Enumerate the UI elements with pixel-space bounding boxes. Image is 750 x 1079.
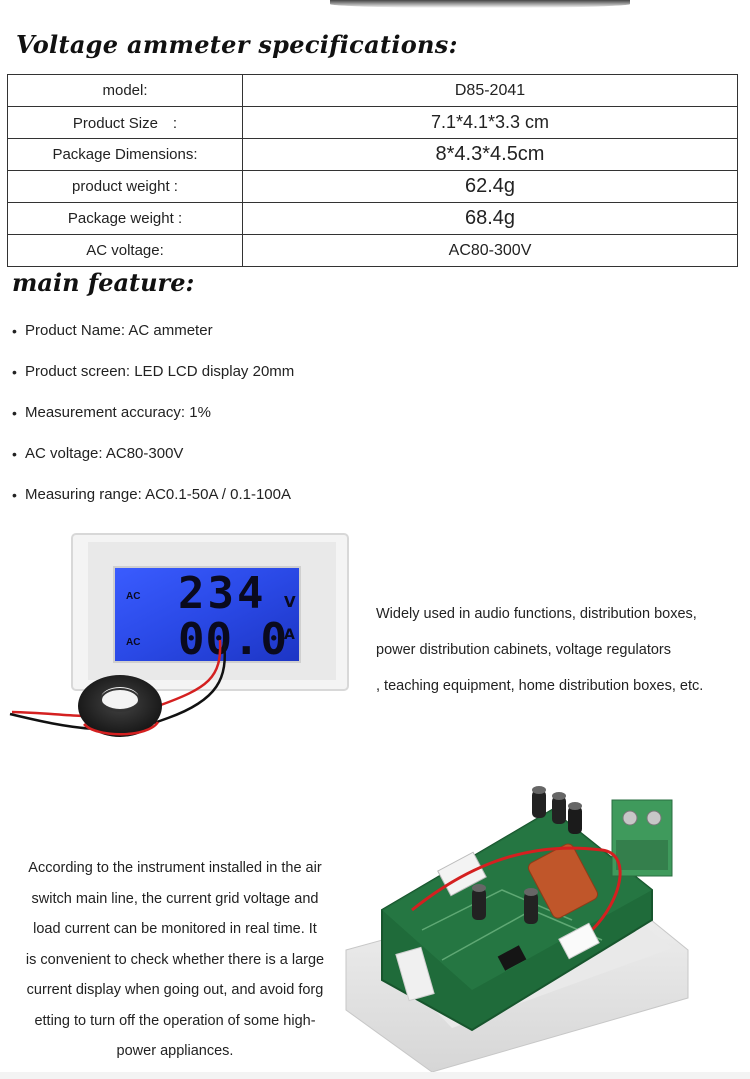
spec-key: Product Size : xyxy=(7,106,243,139)
table-row: product weight : 62.4g xyxy=(7,170,738,203)
top-shadow-divider xyxy=(330,0,630,8)
spec-key: product weight : xyxy=(7,170,243,203)
voltage-unit: V xyxy=(284,593,296,611)
table-row: Product Size : 7.1*4.1*3.3 cm xyxy=(7,106,738,139)
bullet-icon: • xyxy=(12,486,17,503)
usage-line: power distribution cabinets, voltage reg… xyxy=(376,642,671,658)
install-description: According to the instrument installed in… xyxy=(14,853,336,1067)
spec-key: Package weight : xyxy=(7,202,243,235)
install-line: According to the instrument installed in… xyxy=(28,860,322,876)
feature-text: Product screen: LED LCD display 20mm xyxy=(25,363,295,380)
terminal-block xyxy=(611,799,673,877)
spec-key: AC voltage: xyxy=(7,234,243,267)
feature-text: Measuring range: AC0.1-50A / 0.1-100A xyxy=(25,486,292,503)
feature-text: AC voltage: AC80-300V xyxy=(25,445,184,462)
table-row: model: D85-2041 xyxy=(7,74,738,107)
list-item: • Measuring range: AC0.1-50A / 0.1-100A xyxy=(12,474,294,515)
film-capacitor xyxy=(527,843,599,919)
voltage-reading: 234 xyxy=(178,568,266,619)
list-item: • Product screen: LED LCD display 20mm xyxy=(12,351,294,392)
table-row: AC voltage: AC80-300V xyxy=(7,234,738,267)
feature-list: • Product Name: AC ammeter • Product scr… xyxy=(12,310,294,515)
install-line: current display when going out, and avoi… xyxy=(26,982,324,998)
spec-value: 8*4.3*4.5cm xyxy=(242,138,738,171)
table-row: Package Dimensions: 8*4.3*4.5cm xyxy=(7,138,738,171)
spec-value: AC80-300V xyxy=(242,234,738,267)
usage-description: Widely used in audio functions, distribu… xyxy=(376,596,703,704)
install-line: power appliances. xyxy=(116,1043,234,1059)
list-item: • Product Name: AC ammeter xyxy=(12,310,294,351)
spec-key: model: xyxy=(7,74,243,107)
bullet-icon: • xyxy=(12,363,17,380)
bottom-strip xyxy=(0,1072,750,1079)
feature-text: Measurement accuracy: 1% xyxy=(25,404,211,421)
current-reading: 00.0 xyxy=(178,614,288,665)
lcd-label-top: AC xyxy=(126,591,140,602)
bullet-icon: • xyxy=(12,322,17,339)
spec-value: 7.1*4.1*3.3 cm xyxy=(242,106,738,139)
specs-heading: Voltage ammeter specifications: xyxy=(16,30,458,59)
meter-pcb-image xyxy=(345,786,689,1072)
install-line: etting to turn off the operation of some… xyxy=(34,1012,316,1029)
install-line: load current can be monitored in real ti… xyxy=(33,921,317,937)
spec-key: Package Dimensions: xyxy=(7,138,243,171)
bullet-icon: • xyxy=(12,445,17,462)
spec-value: D85-2041 xyxy=(242,74,738,107)
spec-value: 68.4g xyxy=(242,202,738,235)
current-unit: A xyxy=(284,627,295,643)
bullet-icon: • xyxy=(12,404,17,421)
capacitor-group xyxy=(472,786,582,924)
lcd-label-bottom: AC xyxy=(126,637,140,648)
install-line: is convenient to check whether there is … xyxy=(25,951,325,968)
features-heading: main feature: xyxy=(12,268,195,297)
install-line: switch main line, the current grid volta… xyxy=(31,890,319,907)
usage-line: , teaching equipment, home distribution … xyxy=(376,678,704,694)
spec-value: 62.4g xyxy=(242,170,738,203)
list-item: • Measurement accuracy: 1% xyxy=(12,392,294,433)
table-row: Package weight : 68.4g xyxy=(7,202,738,235)
specs-table: model: D85-2041 Product Size : 7.1*4.1*3… xyxy=(7,74,738,267)
feature-text: Product Name: AC ammeter xyxy=(25,322,213,339)
usage-line: Widely used in audio functions, distribu… xyxy=(376,606,697,622)
list-item: • AC voltage: AC80-300V xyxy=(12,433,294,474)
meter-front-image: AC AC 234 V 00.0 A xyxy=(9,533,349,737)
